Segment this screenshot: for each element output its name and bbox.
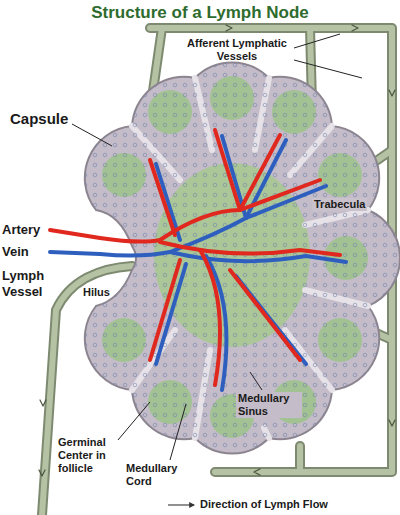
part-label: Germinal Center in follicle xyxy=(58,436,132,476)
part-label: Artery xyxy=(2,222,40,238)
part-label: Medullary Sinus xyxy=(236,392,302,418)
lymphocytes xyxy=(85,63,400,454)
diagram-title: Structure of a Lymph Node xyxy=(0,3,400,23)
part-label: Lymph Vessel xyxy=(2,268,52,299)
part-label: Capsule xyxy=(10,110,68,128)
capsule-outline xyxy=(85,63,400,454)
part-label: Trabecula xyxy=(312,198,367,211)
part-label: Direction of Lymph Flow xyxy=(200,498,328,511)
part-label: Medullary Cord xyxy=(126,462,190,488)
part-label: Vein xyxy=(2,244,29,260)
part-label: Hilus xyxy=(83,286,110,299)
part-label: Afferent Lymphatic Vessels xyxy=(180,37,294,63)
blood-vessels xyxy=(50,130,346,390)
leader-lines xyxy=(72,34,362,505)
